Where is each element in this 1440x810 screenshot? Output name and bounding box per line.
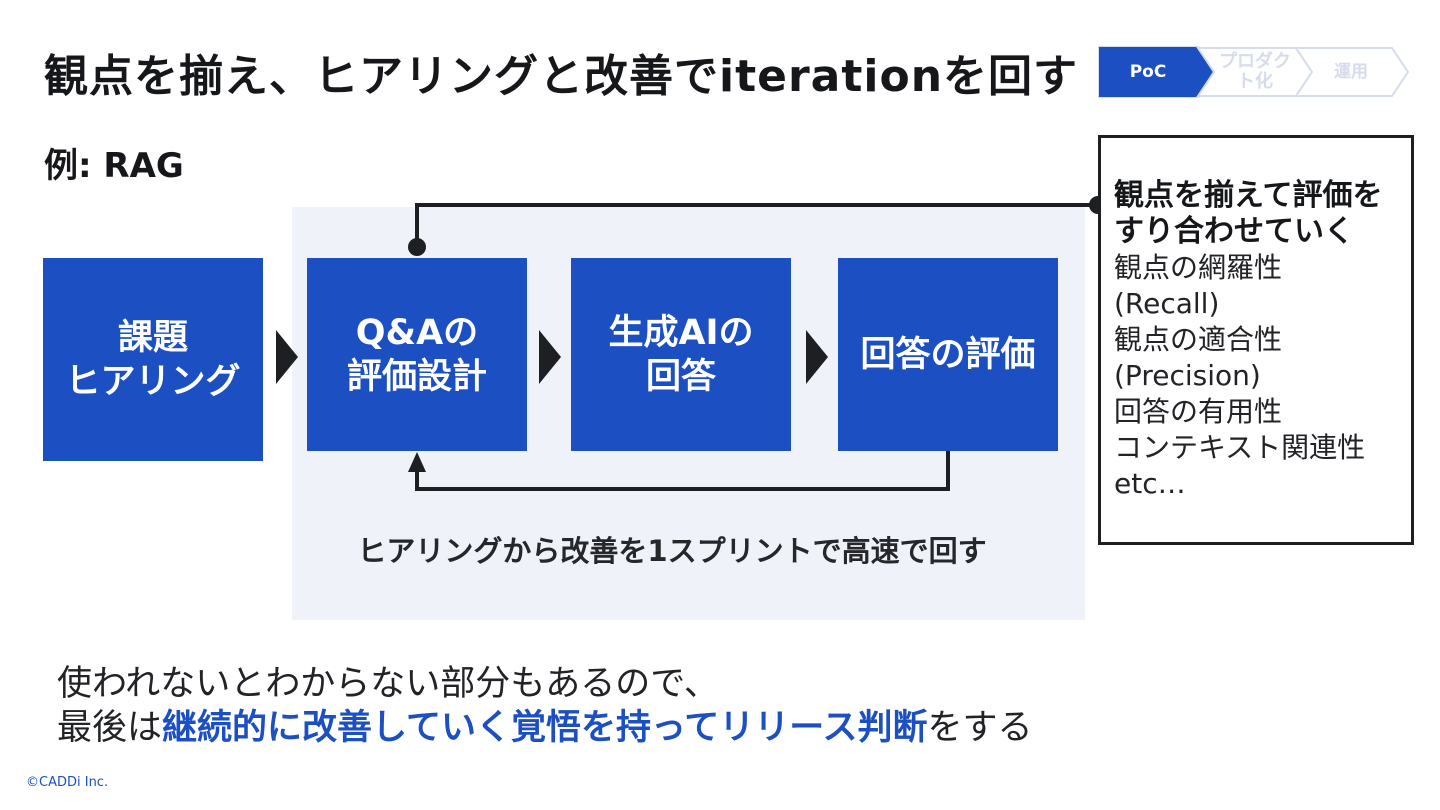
phase-label-poc: PoC (1129, 62, 1167, 82)
note-item: (Precision) (1114, 359, 1261, 392)
bottom-line-2: 最後は継続的に改善していく覚悟を持ってリリース判断をする (57, 706, 1032, 750)
flow-box-genai-answer: 生成AIの 回答 (571, 258, 791, 451)
feedback-loop-line (415, 451, 950, 491)
bottom-message: 使われないとわからない部分もあるので、 最後は継続的に改善していく覚悟を持ってリ… (57, 662, 1032, 750)
note-list: 観点の網羅性 (Recall) 観点の適合性 (Precision) 回答の有用… (1114, 250, 1411, 502)
bottom-emphasis: 継続的に改善していく覚悟を持ってリリース判断 (162, 708, 928, 748)
phase-indicator: PoC プロダクト化 運用 (1097, 45, 1410, 99)
phase-label-product: プロダクト化 (1219, 51, 1291, 92)
note-item: etc… (1114, 467, 1186, 500)
bottom-line-2-prefix: 最後は (57, 708, 163, 748)
note-item: 観点の適合性 (1114, 323, 1283, 356)
example-label: 例: RAG (44, 146, 184, 186)
phase-chevron-operation (1294, 47, 1410, 97)
flow-arrow-1 (276, 330, 298, 384)
copyright: ©CADDi Inc. (26, 775, 109, 790)
note-item: (Recall) (1114, 287, 1220, 320)
bottom-line-2-suffix: をする (927, 708, 1033, 748)
note-item: コンテキスト関連性 (1114, 431, 1366, 464)
phase-label-operation: 運用 (1334, 62, 1368, 82)
slide-title: 観点を揃え、ヒアリングと改善でiterationを回す (44, 51, 1079, 102)
note-heading: 観点を揃えて評価を すり合わせていく (1114, 178, 1383, 249)
note-connector-line (415, 203, 1098, 247)
feedback-loop-arrowhead (408, 452, 426, 472)
loop-caption: ヒアリングから改善を1スプリントで高速で回す (357, 534, 987, 568)
note-item: 観点の網羅性 (1114, 251, 1283, 284)
phase-chevrons (1097, 45, 1410, 99)
flow-box-hearing: 課題 ヒアリング (43, 258, 263, 461)
note-item: 回答の有用性 (1114, 395, 1283, 428)
flow-box-answer-eval: 回答の評価 (838, 258, 1058, 451)
bottom-line-1: 使われないとわからない部分もあるので、 (57, 664, 719, 704)
connector-dot-start (408, 238, 426, 256)
flow-box-eval-design: Q&Aの 評価設計 (307, 258, 527, 451)
evaluation-note: 観点を揃えて評価を すり合わせていく 観点の網羅性 (Recall) 観点の適合… (1098, 135, 1414, 545)
flow-arrow-2 (539, 330, 561, 384)
flow-arrow-3 (806, 330, 828, 384)
